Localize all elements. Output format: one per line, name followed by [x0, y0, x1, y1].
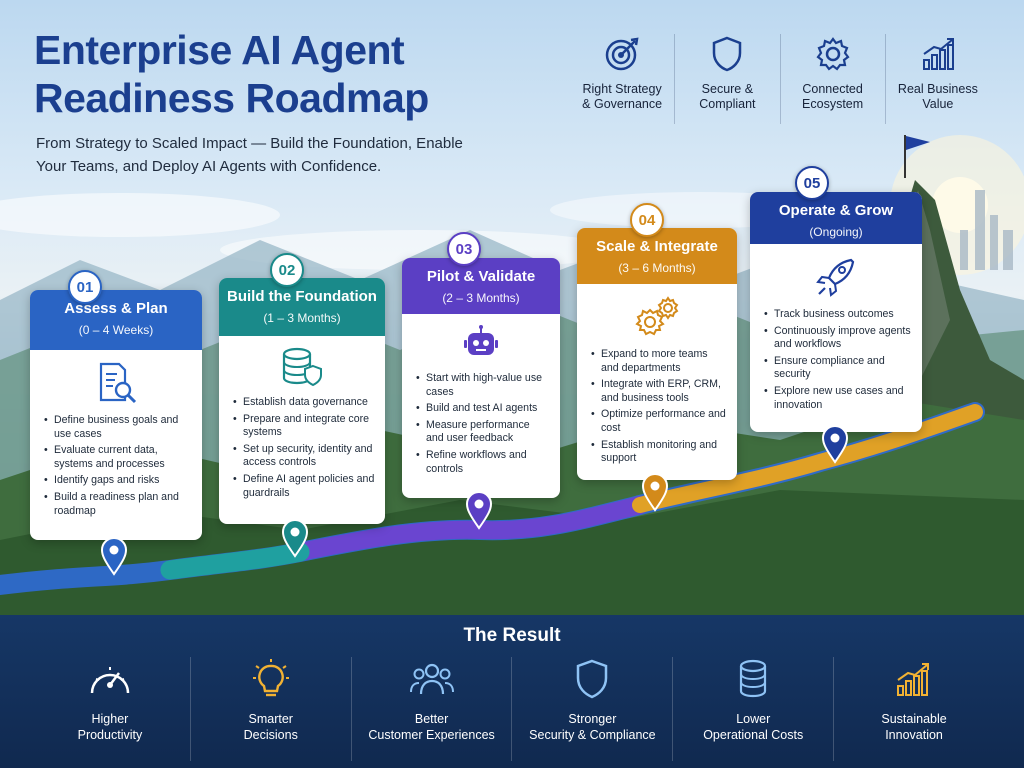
- result-label: Lower Operational Costs: [703, 712, 804, 742]
- stage-card-pilot: Pilot & Validate (2 – 3 Months) Start wi…: [402, 258, 560, 498]
- document-search-icon: [30, 360, 202, 406]
- pillar-label: Real Business Value: [897, 82, 978, 111]
- stage-task: Define AI agent policies and guardrails: [233, 473, 375, 500]
- stage-task: Define business goals and use cases: [44, 414, 192, 441]
- stage-name: Pilot & Validate: [426, 268, 536, 285]
- gears-icon: [577, 294, 737, 340]
- growth-chart-icon: [918, 34, 958, 74]
- stage-task: Refine workflows and controls: [416, 449, 550, 476]
- stage-duration: (3 – 6 Months): [618, 261, 696, 275]
- page-subtitle: From Strategy to Scaled Impact — Build t…: [36, 135, 463, 175]
- stage-task: Establish data governance: [233, 396, 375, 410]
- pillar-label: Secure & Compliant: [699, 82, 756, 111]
- stage-duration: (1 – 3 Months): [263, 311, 341, 325]
- title-line-2: Readiness Roadmap: [34, 75, 429, 121]
- stage-card-operate: Operate & Grow (Ongoing) Track business …: [750, 192, 922, 432]
- stage-duration: (Ongoing): [809, 225, 863, 239]
- stage-number-badge: 05: [795, 166, 829, 200]
- stage-tasks: Track business outcomes Continuously imp…: [750, 308, 922, 412]
- result-items: Higher Productivity Smarter Decisions Be…: [30, 657, 994, 761]
- target-icon: [602, 34, 642, 74]
- stage-task: Continuously improve agents and workflow…: [764, 325, 912, 352]
- result-title: The Result: [463, 625, 561, 646]
- lightbulb-icon: [251, 657, 291, 701]
- stage-header: Assess & Plan (0 – 4 Weeks): [30, 290, 202, 350]
- stage-duration: (2 – 3 Months): [442, 291, 520, 305]
- stage-task: Evaluate current data, systems and proce…: [44, 444, 192, 471]
- result-item-customer: Better Customer Experiences: [350, 657, 512, 761]
- stage-number-badge: 02: [270, 253, 304, 287]
- stage-tasks: Define business goals and use cases Eval…: [30, 414, 202, 518]
- pillars-bar: Right Strategy & Governance Secure & Com…: [570, 34, 990, 124]
- stage-header: Pilot & Validate (2 – 3 Months): [402, 258, 560, 314]
- pillar-label: Connected Ecosystem: [802, 82, 864, 111]
- stage-name: Scale & Integrate: [596, 238, 718, 255]
- shield-icon: [707, 34, 747, 74]
- map-pin-icon: [821, 425, 849, 464]
- stage-number-badge: 04: [630, 203, 664, 237]
- stage-task: Build a readiness plan and roadmap: [44, 491, 192, 518]
- page-title: Enterprise AI Agent Readiness Roadmap: [34, 26, 429, 122]
- stage-task: Integrate with ERP, CRM, and business to…: [591, 378, 727, 405]
- database-icon: [737, 657, 769, 701]
- stage-header: Scale & Integrate (3 – 6 Months): [577, 228, 737, 284]
- result-item-innovation: Sustainable Innovation: [833, 657, 994, 761]
- stage-task: Ensure compliance and security: [764, 355, 912, 382]
- stage-task: Measure performance and user feedback: [416, 419, 550, 446]
- rocket-icon: [750, 254, 922, 300]
- growth-chart-icon: [894, 657, 934, 701]
- stage-task: Identify gaps and risks: [44, 474, 192, 488]
- stage-tasks: Expand to more teams and departments Int…: [577, 348, 737, 466]
- result-label: Higher Productivity: [77, 712, 143, 742]
- stage-name: Operate & Grow: [778, 202, 894, 219]
- stage-card-scale: Scale & Integrate (3 – 6 Months) Expand …: [577, 228, 737, 480]
- stage-task: Track business outcomes: [764, 308, 912, 322]
- stage-number-badge: 01: [68, 270, 102, 304]
- stage-tasks: Establish data governance Prepare and in…: [219, 396, 385, 500]
- stage-tasks: Start with high-value use cases Build an…: [402, 372, 560, 476]
- pillar-label: Right Strategy & Governance: [582, 82, 663, 111]
- stage-task: Establish monitoring and support: [591, 439, 727, 466]
- result-panel: The Result Higher Productivity Smarter D…: [0, 615, 1024, 768]
- stage-card-assess: Assess & Plan (0 – 4 Weeks) Define busin…: [30, 290, 202, 540]
- shield-icon: [575, 657, 609, 701]
- result-label: Sustainable Innovation: [881, 712, 947, 742]
- robot-icon: [402, 324, 560, 364]
- result-item-productivity: Higher Productivity: [30, 657, 190, 761]
- pillar-value: Real Business Value: [884, 34, 990, 124]
- map-pin-icon: [641, 473, 669, 512]
- stage-name: Assess & Plan: [64, 300, 168, 317]
- stage-header: Operate & Grow (Ongoing): [750, 192, 922, 244]
- people-icon: [409, 657, 455, 701]
- result-item-security: Stronger Security & Compliance: [511, 657, 672, 761]
- stage-header: Build the Foundation (1 – 3 Months): [219, 278, 385, 336]
- stage-number-badge: 03: [447, 232, 481, 266]
- stage-task: Prepare and integrate core systems: [233, 413, 375, 440]
- pillar-secure: Secure & Compliant: [674, 34, 779, 124]
- result-item-decisions: Smarter Decisions: [189, 657, 351, 761]
- stage-task: Set up security, identity and access con…: [233, 443, 375, 470]
- result-label: Better Customer Experiences: [368, 712, 495, 742]
- roadmap-pins: [100, 425, 849, 576]
- stage-name: Build the Foundation: [227, 288, 377, 305]
- title-line-1: Enterprise AI Agent: [34, 27, 405, 73]
- result-label: Stronger Security & Compliance: [529, 712, 656, 742]
- stage-task: Optimize performance and cost: [591, 408, 727, 435]
- result-label: Smarter Decisions: [243, 712, 298, 742]
- map-pin-icon: [100, 537, 128, 576]
- gear-icon: [813, 34, 853, 74]
- pillar-ecosystem: Connected Ecosystem: [779, 34, 885, 124]
- stage-task: Build and test AI agents: [416, 402, 550, 416]
- stage-task: Start with high-value use cases: [416, 372, 550, 399]
- result-item-costs: Lower Operational Costs: [672, 657, 833, 761]
- stage-task: Expand to more teams and departments: [591, 348, 727, 375]
- database-shield-icon: [219, 346, 385, 388]
- pillar-strategy: Right Strategy & Governance: [570, 34, 674, 124]
- map-pin-icon: [465, 491, 493, 530]
- stage-task: Explore new use cases and innovation: [764, 385, 912, 412]
- stage-duration: (0 – 4 Weeks): [78, 323, 154, 337]
- speedometer-icon: [88, 657, 132, 701]
- stage-card-foundation: Build the Foundation (1 – 3 Months) Esta…: [219, 278, 385, 524]
- map-pin-icon: [281, 519, 309, 558]
